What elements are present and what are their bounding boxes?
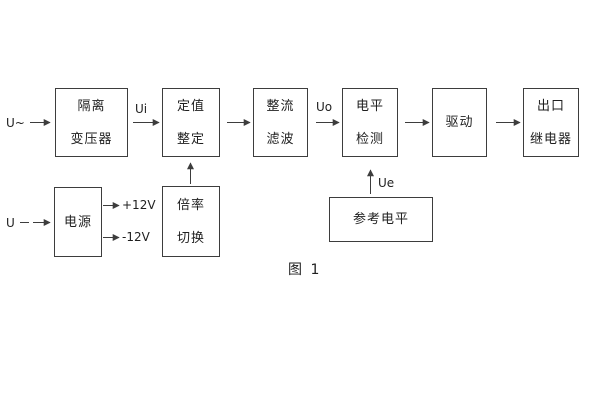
block-multiplier-switch: 倍率 切换 <box>162 186 220 257</box>
block-reference-level: 参考电平 <box>329 197 433 242</box>
block-label: 隔离 <box>77 98 106 114</box>
figure-caption: 图 1 <box>288 262 322 278</box>
block-output-relay: 出口 继电器 <box>523 88 579 157</box>
block-label: 继电器 <box>529 131 572 147</box>
block-isolation-transformer: 隔离 变压器 <box>55 88 128 157</box>
signal-label-u-ac: U~ <box>6 116 25 130</box>
block-label: 参考电平 <box>352 212 409 227</box>
block-label: 变压器 <box>70 131 113 147</box>
block-label: 滤波 <box>266 131 295 147</box>
block-label: 驱动 <box>445 115 474 130</box>
block-label: 电平 <box>355 98 384 114</box>
block-setpoint-adjustment: 定值 整定 <box>162 88 220 157</box>
block-label: 整流 <box>266 98 295 114</box>
signal-label-u-dc: U <box>6 216 15 230</box>
signal-label-uo: Uo <box>316 100 333 114</box>
block-label: 检测 <box>355 131 384 147</box>
block-power-supply: 电源 <box>54 187 102 257</box>
signal-label-minus-12v: -12V <box>122 230 150 244</box>
block-rectifier-filter: 整流 滤波 <box>253 88 308 157</box>
block-label: 整定 <box>176 131 205 147</box>
signal-label-plus-12v: +12V <box>122 198 156 212</box>
block-label: 出口 <box>536 98 565 114</box>
block-label: 倍率 <box>176 197 205 213</box>
signal-label-ui: Ui <box>135 102 148 116</box>
block-drive: 驱动 <box>432 88 487 157</box>
signal-label-ue: Ue <box>378 176 395 190</box>
block-label: 定值 <box>176 98 205 114</box>
block-label: 电源 <box>63 214 92 230</box>
block-level-detection: 电平 检测 <box>342 88 398 157</box>
block-label: 切换 <box>176 230 205 246</box>
